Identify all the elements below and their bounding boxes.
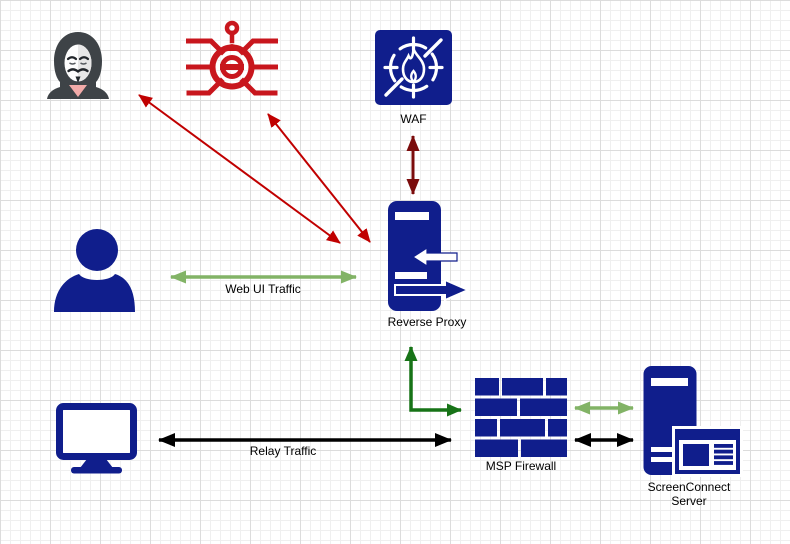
bug-icon (186, 20, 278, 96)
node-workstation[interactable] (56, 403, 137, 474)
node-screenconnect-server[interactable] (643, 365, 744, 477)
node-malware-bug[interactable] (186, 20, 278, 98)
reverse-proxy-label: Reverse Proxy (387, 315, 467, 329)
node-attacker[interactable] (43, 30, 113, 100)
node-reverse-proxy[interactable] (387, 200, 472, 312)
msp-firewall-label: MSP Firewall (485, 459, 557, 473)
monitor-icon (56, 403, 137, 474)
node-msp-firewall[interactable] (475, 378, 567, 458)
waf-label: WAF (400, 112, 427, 126)
person-icon (54, 229, 135, 312)
edge-proxy-firewall[interactable] (404, 346, 462, 417)
web-ui-traffic-label: Web UI Traffic (225, 282, 301, 296)
server-with-console-icon (643, 366, 743, 477)
relay-traffic-label: Relay Traffic (249, 444, 317, 458)
screenconnect-server-label: ScreenConnect Server (647, 480, 731, 508)
node-user[interactable] (52, 228, 137, 312)
brick-wall-icon (475, 378, 567, 457)
edge-bug-proxy[interactable] (267, 113, 371, 243)
anonymous-hacker-icon (47, 32, 109, 99)
waf-flame-target-icon (383, 36, 444, 99)
edge-attacker-proxy[interactable] (138, 94, 341, 244)
proxy-server-icon (388, 201, 471, 311)
node-waf[interactable] (375, 30, 452, 105)
